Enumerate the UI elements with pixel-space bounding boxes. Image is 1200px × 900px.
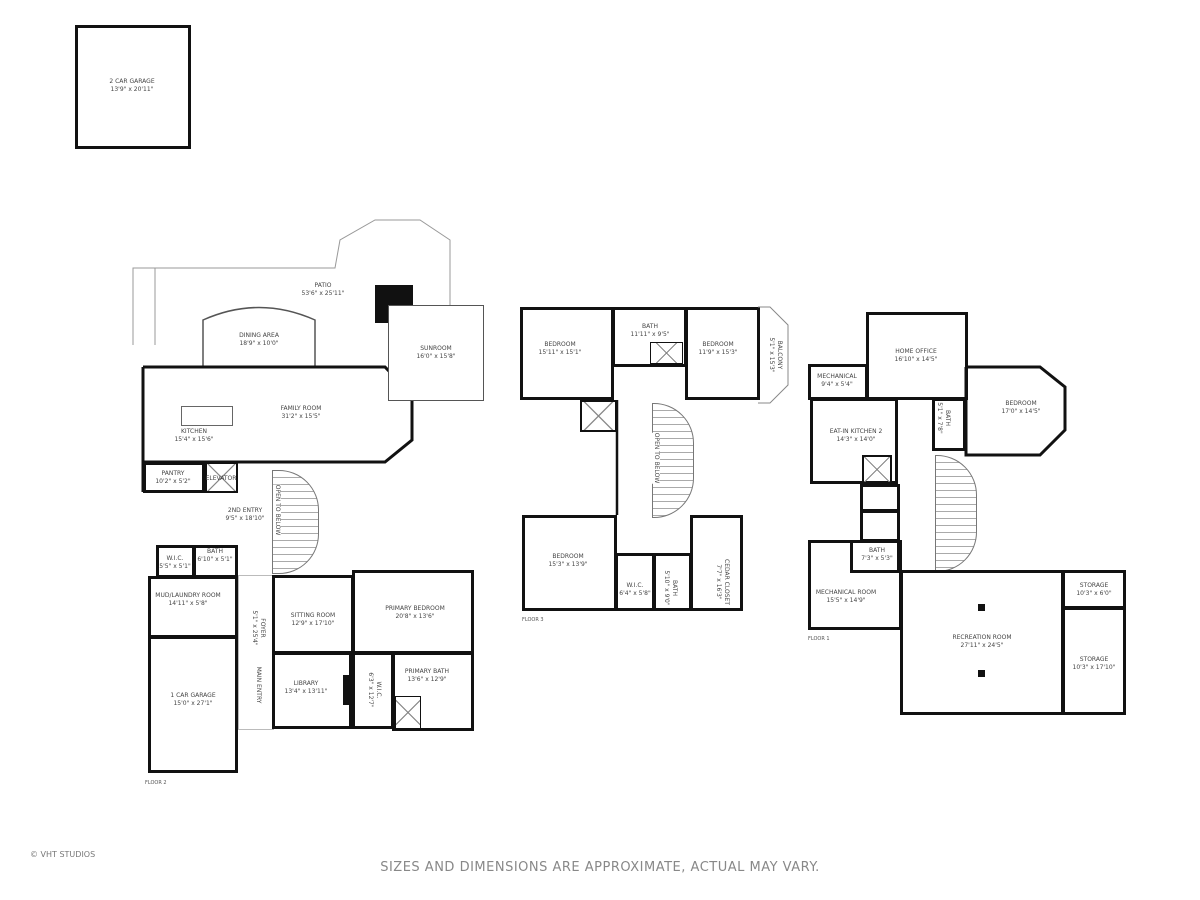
detached-garage [75,25,191,149]
shower [650,342,683,364]
sunroom [388,305,484,401]
floor-label: FLOOR 2 [145,780,167,786]
bath [193,545,238,578]
bedroom [522,515,617,611]
column [978,670,985,677]
closet [860,484,900,512]
one-car-garage [148,636,238,773]
elevator [205,462,238,493]
shower [395,696,421,729]
bedroom [520,307,614,400]
floor-label: FLOOR 3 [522,617,544,623]
elevator [862,455,892,484]
closet [860,510,900,542]
balcony-outline [758,306,789,404]
bedroom-outline [964,365,1067,457]
bedroom [685,307,760,400]
floor-label: FLOOR 1 [808,636,830,642]
library [272,652,352,729]
room-label: ELEVATOR [205,475,237,482]
room-label: W.I.C.5'5" x 5'1" [159,555,191,570]
cedar-closet [690,515,743,611]
kitchen-island [181,406,233,426]
home-office [866,312,968,400]
bath [653,553,692,611]
room-label: W.I.C.6'4" x 5'8" [619,582,651,597]
staircase [935,455,977,572]
disclaimer: SIZES AND DIMENSIONS ARE APPROXIMATE, AC… [380,860,820,875]
recreation-room [900,570,1064,715]
storage [1062,607,1126,715]
bath [932,398,966,451]
foyer [238,575,274,730]
copyright: © VHT STUDIOS [30,850,96,859]
column [978,604,985,611]
bath [850,540,900,573]
primary-bedroom [352,570,474,654]
pantry [143,462,205,493]
